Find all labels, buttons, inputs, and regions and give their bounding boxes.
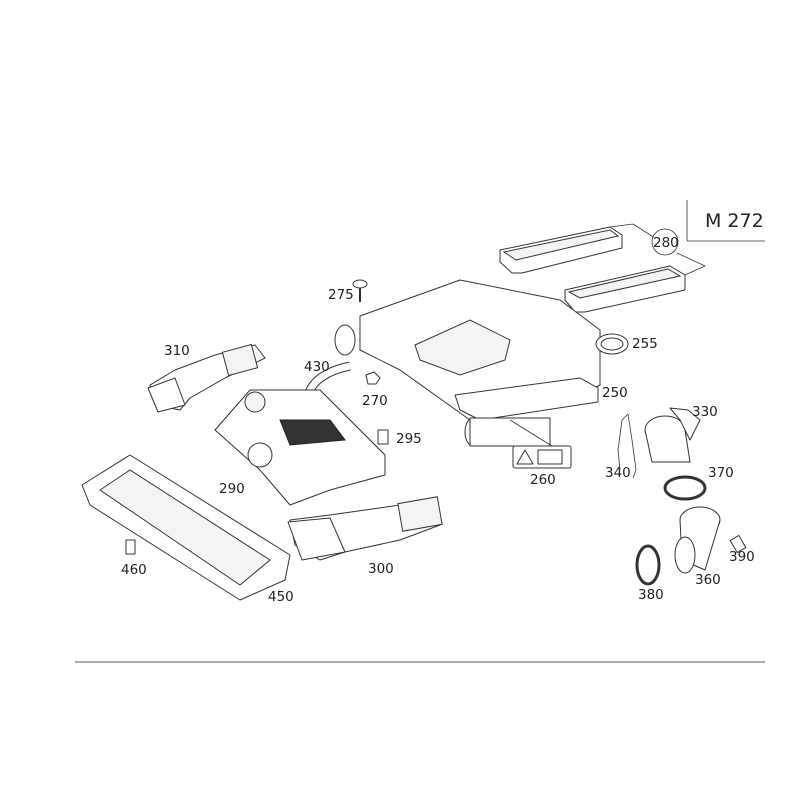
part-label-360[interactable]: 360	[695, 572, 721, 588]
screw-275[interactable]: 275	[328, 279, 368, 303]
part-label-370[interactable]: 370	[708, 465, 734, 481]
part-label-255[interactable]: 255	[632, 336, 658, 352]
seal-ring-255[interactable]: 255	[595, 333, 658, 355]
model-label-box: M 272	[686, 200, 765, 242]
wire-340[interactable]: 340	[605, 413, 637, 481]
part-label-260[interactable]: 260	[530, 472, 556, 488]
part-label-270[interactable]: 270	[362, 393, 388, 409]
part-label-250[interactable]: 250	[602, 385, 628, 401]
air-filter-housing[interactable]: 250	[334, 279, 628, 447]
fastener-460[interactable]: 460	[121, 539, 147, 578]
intake-duct-310[interactable]: 310	[147, 343, 266, 413]
part-label-340[interactable]: 340	[605, 465, 631, 481]
part-label-330[interactable]: 330	[692, 404, 718, 420]
part-label-295[interactable]: 295	[396, 431, 422, 447]
part-label-275[interactable]: 275	[328, 287, 354, 303]
engine-cover-290[interactable]: 290	[214, 389, 386, 506]
part-label-430[interactable]: 430	[304, 359, 330, 375]
seal-ring-370[interactable]: 370	[663, 465, 734, 501]
part-label-380[interactable]: 380	[638, 587, 664, 603]
plug-390[interactable]: 390	[729, 534, 755, 565]
clip-270[interactable]: 270	[362, 371, 388, 409]
clip-295[interactable]: 295	[377, 429, 422, 447]
seal-ring-380[interactable]: 380	[635, 544, 664, 603]
part-label-390[interactable]: 390	[729, 549, 755, 565]
part-label-290[interactable]: 290	[219, 481, 245, 497]
brand-star-icon	[247, 442, 273, 468]
intake-duct-300[interactable]: 300	[287, 496, 443, 577]
warning-label-260[interactable]: 260	[509, 419, 572, 488]
warning-triangle-icon	[516, 449, 534, 465]
model-label: M 272	[705, 210, 764, 232]
throttle-adapter-360[interactable]: 360	[674, 506, 721, 588]
part-label-300[interactable]: 300	[368, 561, 394, 577]
air-filter-elements[interactable]: 280	[499, 223, 706, 313]
part-label-280[interactable]: 280	[653, 235, 679, 251]
part-label-450[interactable]: 450	[268, 589, 294, 605]
air-mass-sensor-330[interactable]: 330	[644, 404, 718, 463]
part-label-310[interactable]: 310	[164, 343, 190, 359]
intake-panel-450[interactable]: 450	[81, 454, 294, 605]
part-label-460[interactable]: 460	[121, 562, 147, 578]
manual-book-icon	[537, 449, 563, 465]
callout-circle	[651, 228, 679, 256]
